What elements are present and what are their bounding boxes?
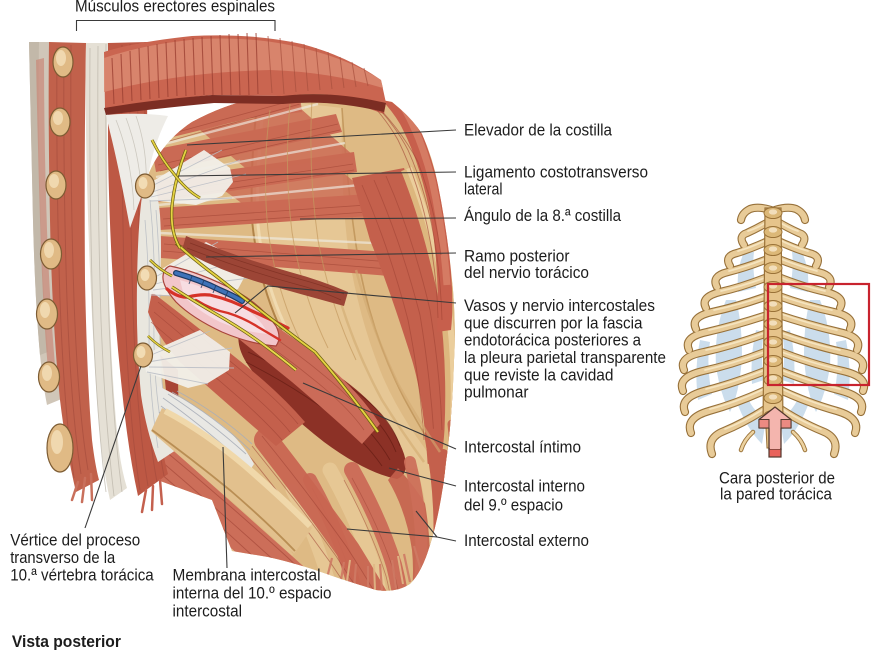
svg-text:Vista posterior: Vista posterior (12, 633, 122, 650)
svg-text:Vasos y nervio intercostales: Vasos y nervio intercostales (464, 297, 655, 315)
svg-text:Membrana intercostal: Membrana intercostal (173, 567, 321, 585)
svg-text:Intercostal íntimo: Intercostal íntimo (464, 438, 581, 456)
svg-text:que discurren por la fascia: que discurren por la fascia (464, 315, 643, 333)
svg-text:Ligamento costotransverso: Ligamento costotransverso (464, 163, 648, 181)
svg-text:del nervio torácico: del nervio torácico (464, 264, 589, 282)
svg-text:Vértice del proceso: Vértice del proceso (10, 531, 140, 549)
svg-text:lateral: lateral (464, 180, 503, 198)
svg-text:que reviste la cavidad: que reviste la cavidad (464, 367, 614, 385)
svg-text:Ángulo de la 8.ª costilla: Ángulo de la 8.ª costilla (464, 206, 622, 225)
svg-text:endotorácica posteriores a: endotorácica posteriores a (464, 332, 642, 350)
svg-text:transverso de la: transverso de la (10, 549, 116, 567)
svg-text:Cara posterior de: Cara posterior de (719, 469, 835, 487)
svg-text:Intercostal externo: Intercostal externo (464, 532, 589, 550)
svg-text:pulmonar: pulmonar (464, 384, 529, 402)
svg-text:intercostal: intercostal (173, 602, 243, 620)
svg-text:Intercostal interno: Intercostal interno (464, 477, 585, 495)
svg-text:Músculos erectores espinales: Músculos erectores espinales (75, 0, 275, 16)
svg-text:la pared torácica: la pared torácica (720, 486, 833, 504)
svg-text:Ramo posterior: Ramo posterior (464, 247, 570, 265)
svg-text:10.ª vértebra torácica: 10.ª vértebra torácica (10, 567, 154, 585)
svg-text:interna del 10.º espacio: interna del 10.º espacio (173, 585, 332, 603)
svg-text:del 9.º espacio: del 9.º espacio (464, 496, 563, 514)
svg-text:la pleura parietal transparent: la pleura parietal transparente (464, 349, 666, 367)
svg-text:Elevador de la costilla: Elevador de la costilla (464, 122, 613, 140)
